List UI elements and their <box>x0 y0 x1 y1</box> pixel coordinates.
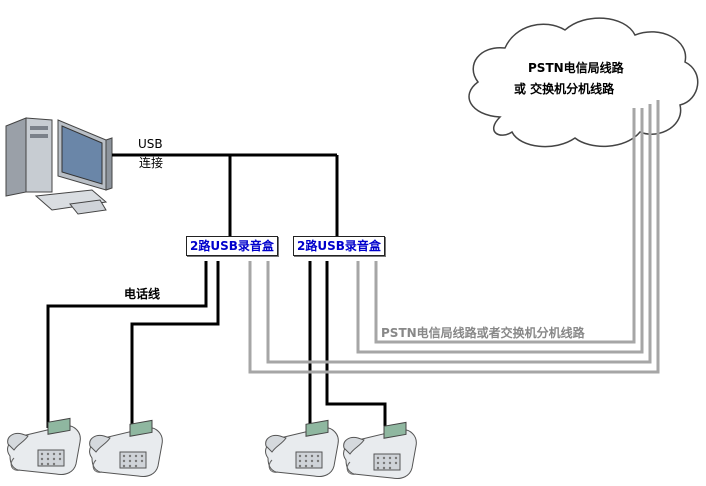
usb-wiring <box>112 153 339 236</box>
usb-connection-label: 连接 <box>139 156 164 170</box>
telephone-icon <box>7 417 81 475</box>
telephone-icon <box>265 419 339 477</box>
cloud-label-line1: PSTN电信局线路 <box>528 61 624 75</box>
pstn-wiring <box>248 100 660 374</box>
recorder-box-1: 2路USB录音盒 <box>186 236 278 256</box>
pstn-line-label: PSTN电信局线路或者交换机分机线路 <box>381 326 585 340</box>
phone-line-label: 电话线 <box>124 287 161 301</box>
recorder-box-2: 2路USB录音盒 <box>293 236 385 256</box>
telephone-icon <box>89 419 163 477</box>
usb-label: USB <box>138 137 163 151</box>
telephone-icon <box>343 421 417 479</box>
computer-icon <box>5 117 113 215</box>
phone-wiring <box>46 261 387 430</box>
cloud-label-line2: 或 交换机分机线路 <box>514 82 615 96</box>
